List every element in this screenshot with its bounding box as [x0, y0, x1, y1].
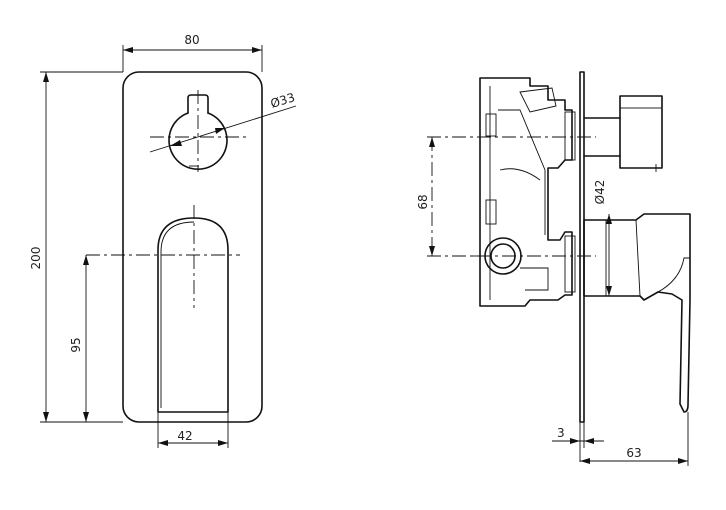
valve-body — [470, 77, 576, 307]
dimension-width: 80 — [122, 33, 263, 72]
cover-plate-outline — [122, 71, 263, 423]
dimension-diverter-diameter: Ø33 — [149, 90, 297, 153]
diverter-knob — [150, 90, 246, 172]
dimension-label-center-spacing: 68 — [416, 194, 430, 209]
dimension-label-height: 200 — [29, 247, 43, 270]
dimension-handle-width: 42 — [157, 412, 229, 448]
dimension-label-handle-height: 95 — [69, 337, 83, 352]
dimension-plate-thickness: 3 — [552, 422, 604, 462]
mixer-lever — [86, 205, 240, 413]
dimension-handle-diameter: Ø42 — [593, 180, 612, 296]
dimension-label-diverter-diameter: Ø33 — [269, 90, 297, 111]
dimension-center-spacing: 68 — [416, 137, 435, 256]
dimension-label-plate-thickness: 3 — [557, 426, 565, 440]
dimension-label-handle-diameter: Ø42 — [593, 180, 607, 205]
dimension-projection: 63 — [580, 412, 689, 466]
dimension-handle-height: 95 — [69, 255, 89, 422]
diverter-spindle — [583, 95, 663, 172]
dimension-label-projection: 63 — [626, 446, 641, 460]
side-view: 68 Ø42 3 63 — [416, 71, 691, 466]
dimension-label-width: 80 — [184, 33, 199, 47]
front-view: 80 200 95 42 — [29, 33, 297, 448]
dimension-label-handle-width: 42 — [177, 429, 192, 443]
dimension-height: 200 — [29, 71, 123, 423]
lever-handle-side — [583, 213, 691, 413]
